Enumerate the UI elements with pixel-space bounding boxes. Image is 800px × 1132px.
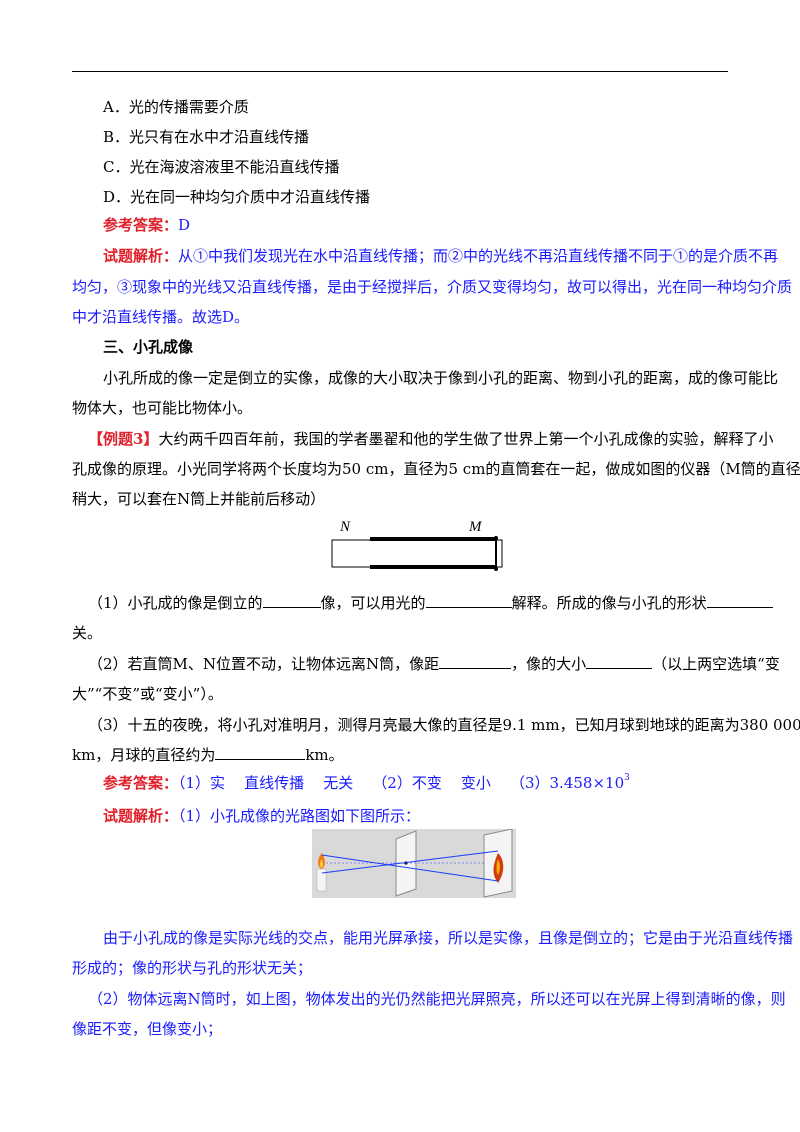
section-heading: 三、小孔成像 [103, 338, 194, 356]
example-line-1: 【例题3】大约两千四百年前，我国的学者墨翟和他的学生做了世界上第一个小孔成像的实… [88, 430, 774, 448]
intro-line-2: 物体大，也可能比物体小。 [72, 399, 253, 417]
answer-2-label: 参考答案： [103, 774, 179, 792]
m-tube-top [370, 537, 496, 541]
explain-line-4: 像距不变，但像变小； [72, 1020, 223, 1038]
explain-line-1: 由于小孔成的像是实际光线的交点，能用光屏承接，所以是实像，且像是倒立的；它是由于… [103, 929, 794, 947]
analysis-1-line-3: 中才沿直线传播。故选D。 [72, 308, 250, 326]
analysis-2-label: 试题解析： [103, 807, 179, 825]
header-rule [72, 71, 728, 72]
tube-figure: N M [331, 519, 503, 571]
question-2: （2）若直筒M、N位置不动，让物体远离N筒，像距，像的大小（以上两空选填“变 [88, 654, 780, 673]
option-c: C．光在海波溶液里不能沿直线传播 [103, 158, 340, 176]
option-a: A．光的传播需要介质 [103, 98, 249, 116]
explain-line-2: 形成的；像的形状与孔的形状无关； [72, 959, 313, 977]
answer-2-exponent: 3 [624, 773, 630, 783]
option-d: D．光在同一种均匀介质中才沿直线传播 [103, 188, 371, 206]
blank-2[interactable] [425, 593, 512, 608]
n-tube [331, 539, 503, 568]
light-ray-2 [321, 850, 499, 874]
analysis-label: 试题解析： [103, 247, 179, 265]
tube-label-n: N [339, 519, 351, 535]
intro-line-1: 小孔所成的像一定是倒立的实像，成像的大小取决于像到小孔的距离、物到小孔的距离，成… [103, 369, 779, 387]
blank-1[interactable] [262, 593, 321, 608]
blank-6[interactable] [215, 745, 306, 760]
answer-2-value: （1）实 直线传播 无关 （2）不变 变小 （3）3.458×10 [178, 774, 625, 792]
question-3: （3）十五的夜晚，将小孔对准明月，测得月亮最大像的直径是9.1 mm，已知月球到… [88, 716, 800, 734]
option-b: B．光只有在水中才沿直线传播 [103, 128, 310, 146]
answer-1: 参考答案：D [103, 215, 763, 235]
example-tag: 【例题3】 [88, 430, 159, 448]
explain-line-3: （2）物体远离N筒时，如上图，物体发出的光仍然能把光屏照亮，所以还可以在光屏上得… [88, 990, 786, 1008]
answer-2: 参考答案：（1）实 直线传播 无关 （2）不变 变小 （3）3.458×103 [103, 773, 763, 793]
blank-3[interactable] [706, 593, 773, 608]
answer-label: 参考答案： [103, 216, 179, 234]
blank-4[interactable] [439, 654, 512, 669]
pinhole-diagram [312, 829, 516, 898]
light-ray-1 [321, 854, 499, 882]
question-2-cont: 大”“不变”或“变小”）。 [72, 685, 223, 703]
analysis-1-line-2: 均匀，③现象中的光线又沿直线传播，是由于经搅拌后，介质又变得均匀，故可以得出，光… [72, 278, 793, 296]
question-1: （1）小孔成的像是倒立的像，可以用光的解释。所成的像与小孔的形状 [88, 593, 773, 613]
blank-5[interactable] [586, 654, 653, 669]
example-line-3: 稍大，可以套在N筒上并能前后移动） [72, 490, 326, 508]
question-1-cont: 关。 [72, 624, 103, 642]
m-tube-bottom [370, 565, 496, 569]
tube-label-m: M [468, 519, 483, 535]
analysis-1-line-1: 试题解析：从①中我们发现光在水中沿直线传播；而②中的光线不再沿直线传播不同于①的… [103, 247, 779, 265]
answer-value: D [178, 216, 191, 234]
example-line-2: 孔成像的原理。小光同学将两个长度均为50 cm，直径为5 cm的直筒套在一起，做… [72, 460, 800, 478]
analysis-2: 试题解析：（1）小孔成像的光路图如下图所示： [103, 807, 421, 825]
